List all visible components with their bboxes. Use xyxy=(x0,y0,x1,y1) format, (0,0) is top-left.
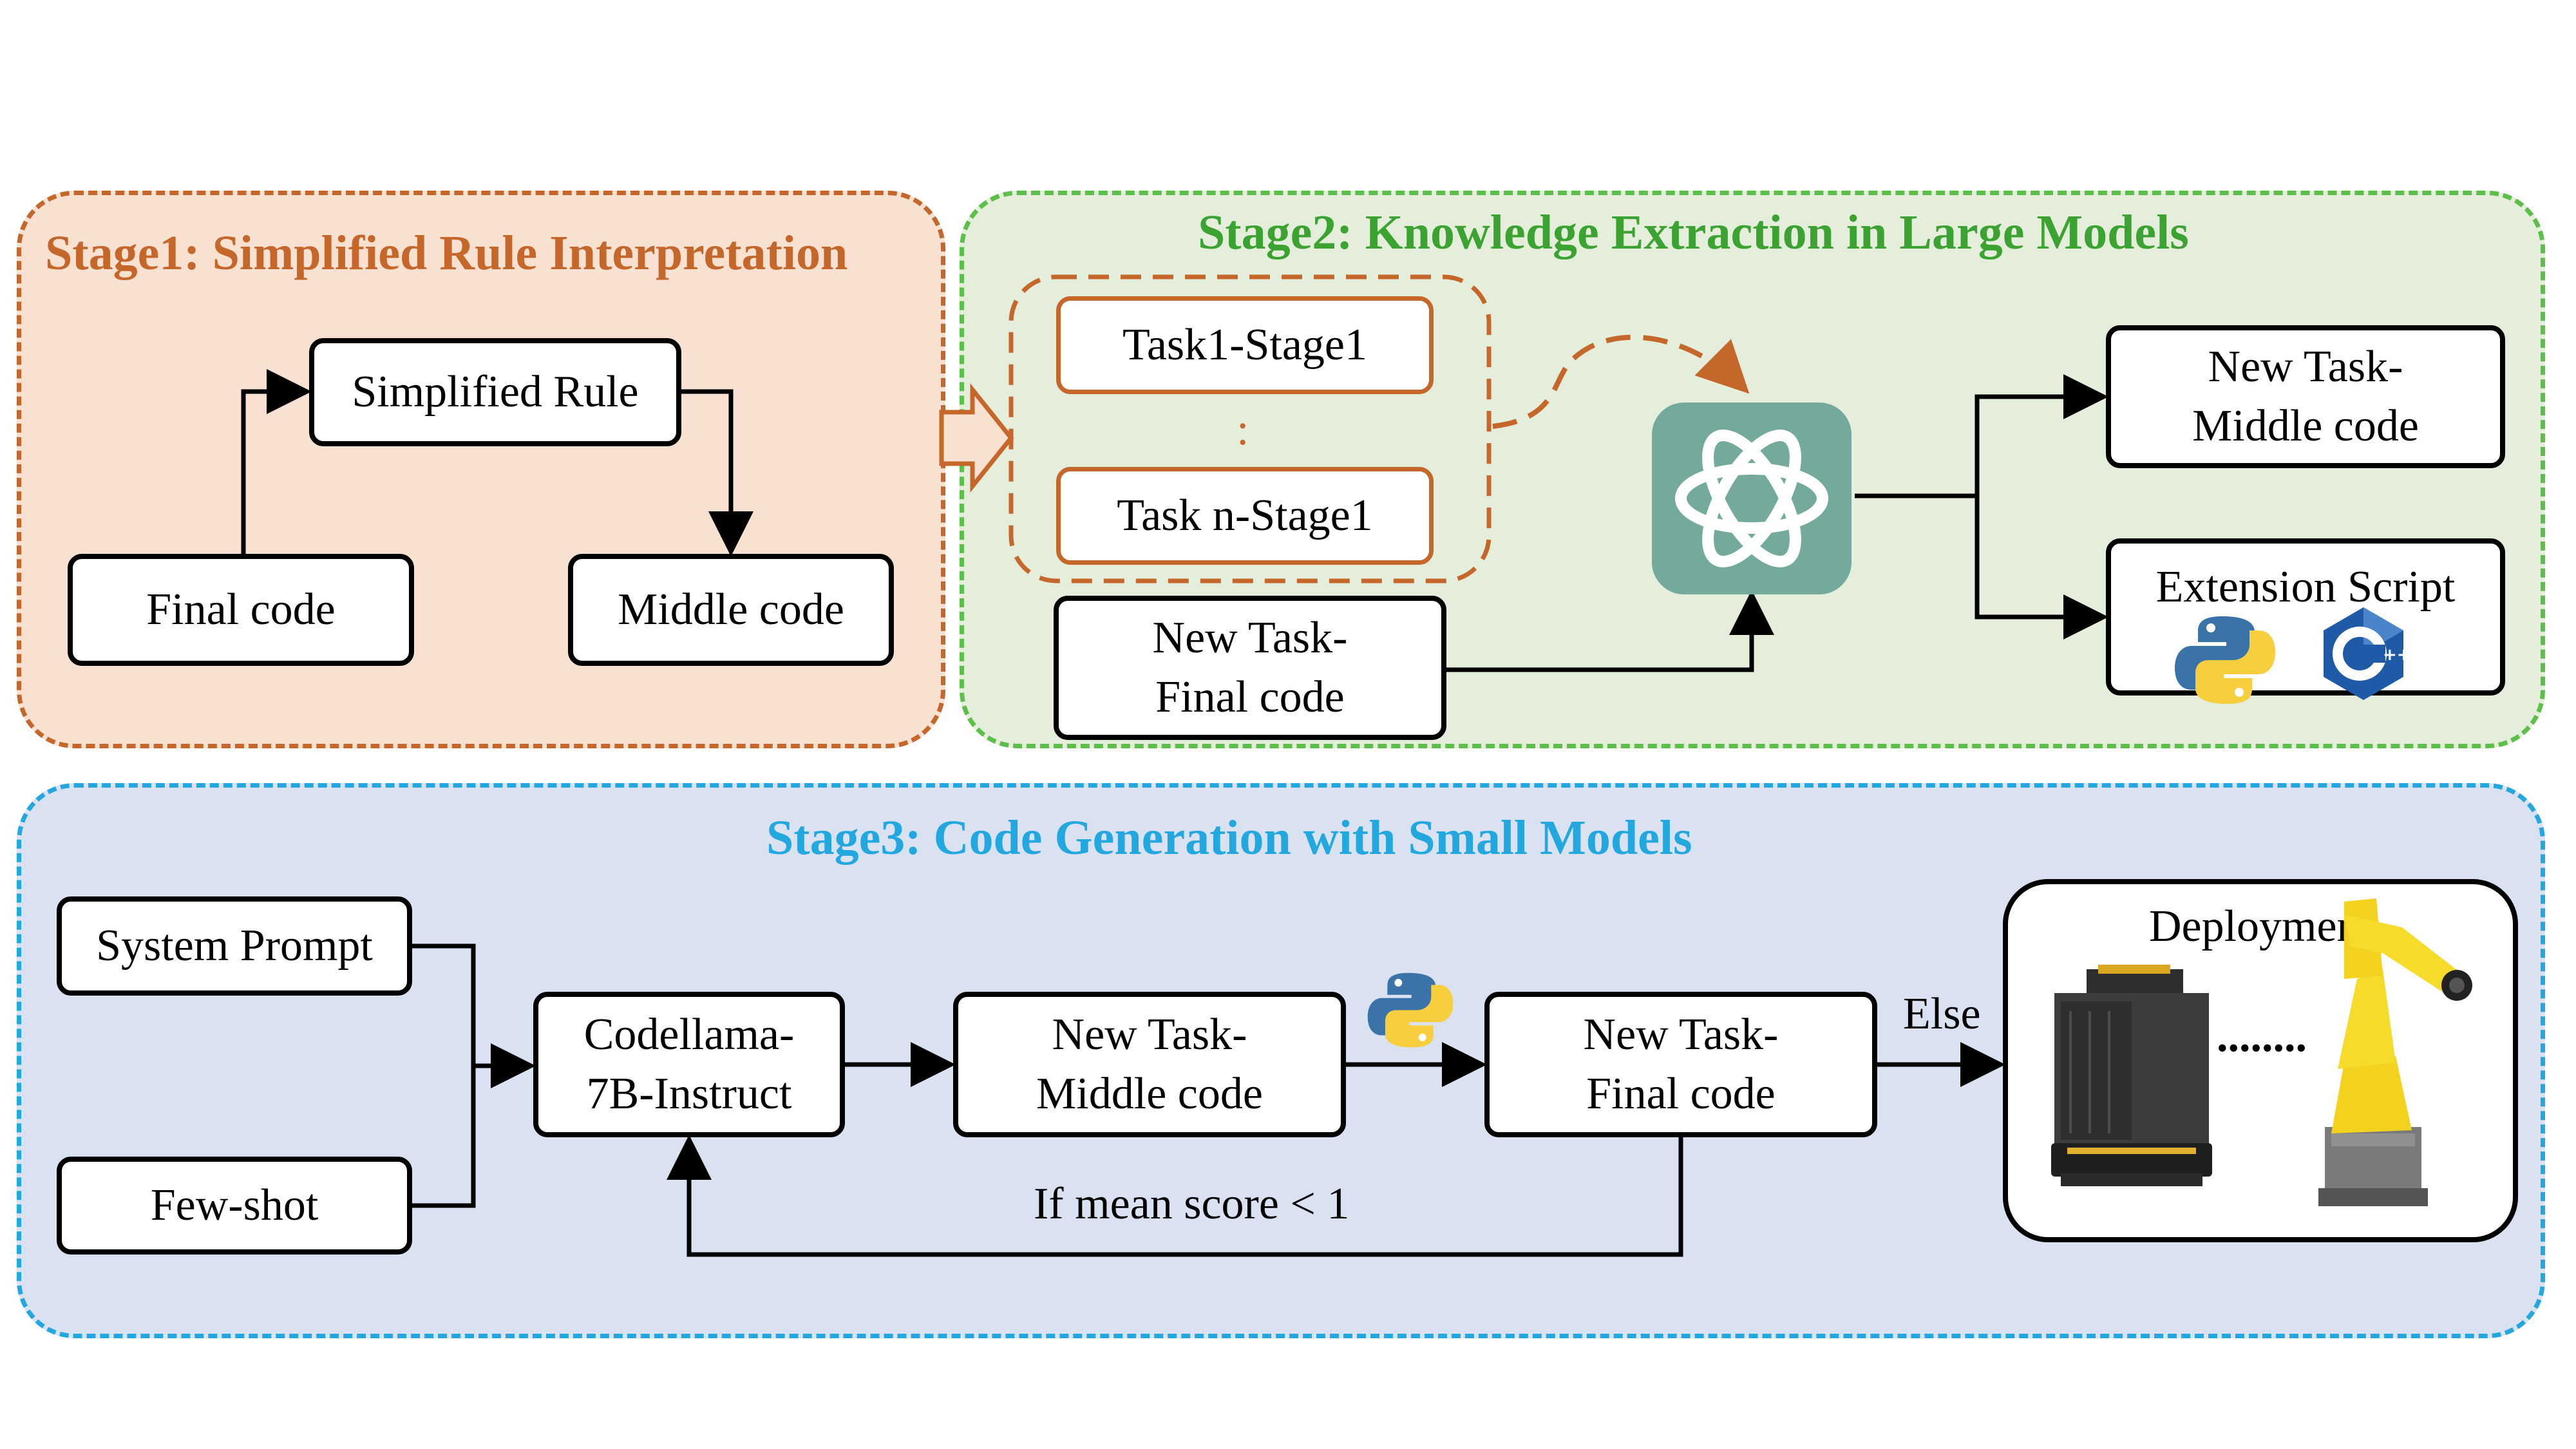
stage2-new-task-final-box: New Task- Final code xyxy=(1054,596,1446,740)
stage3-new-task-middle-box: New Task- Middle code xyxy=(953,992,1346,1137)
python-icon xyxy=(1367,972,1454,1048)
loop-condition-label: If mean score < 1 xyxy=(1034,1179,1350,1229)
robot-arm-icon xyxy=(2318,898,2472,1206)
robot-cabinet-icon xyxy=(2051,965,2212,1186)
stage-transition-arrow xyxy=(939,383,1014,493)
stage2-title: Stage2: Knowledge Extraction in Large Mo… xyxy=(1198,205,2189,260)
llm-logo-icon xyxy=(1652,402,1852,594)
final-to-llm-arrow xyxy=(1446,590,1774,672)
codellama-box: Codellama- 7B-Instruct xyxy=(533,992,845,1137)
simplified-rule-box: Simplified Rule xyxy=(309,338,681,446)
stage3-title: Stage3: Code Generation with Small Model… xyxy=(766,811,1692,865)
task1-stage1-box: Task1-Stage1 xyxy=(1056,296,1434,394)
feedback-loop-arrow xyxy=(667,1135,1683,1257)
task-list-ellipsis: : xyxy=(1236,405,1249,455)
final-to-rule-arrow xyxy=(241,369,312,554)
taskn-stage1-box: Task n-Stage1 xyxy=(1056,467,1434,565)
rule-to-middle-arrow xyxy=(681,389,753,556)
few-shot-box: Few-shot xyxy=(57,1157,412,1255)
cpp-icon: ++ xyxy=(2324,607,2411,700)
prompt-to-join-line xyxy=(412,943,476,1208)
extension-script-box: Extension Script xyxy=(2106,538,2505,696)
stage3-new-task-final-box: New Task- Final code xyxy=(1484,992,1877,1137)
middle-code-box: Middle code xyxy=(568,554,894,666)
system-prompt-box: System Prompt xyxy=(57,896,412,996)
llm-to-middle-arrow xyxy=(1975,374,2108,496)
else-label: Else xyxy=(1903,989,1981,1039)
task-group-frame xyxy=(1009,274,1492,583)
python-icon xyxy=(2175,616,2275,704)
final-code-box: Final code xyxy=(68,554,414,666)
svg-text:++: ++ xyxy=(2383,645,2411,665)
tasks-to-llm-arrow xyxy=(1492,334,1750,429)
deployment-dots: ........ xyxy=(2217,1012,2307,1061)
stage1-title: Stage1: Simplified Rule Interpretation xyxy=(45,226,848,280)
llm-to-extension-arrow xyxy=(1975,496,2108,639)
stage2-new-task-middle-box: New Task- Middle code xyxy=(2106,325,2505,468)
